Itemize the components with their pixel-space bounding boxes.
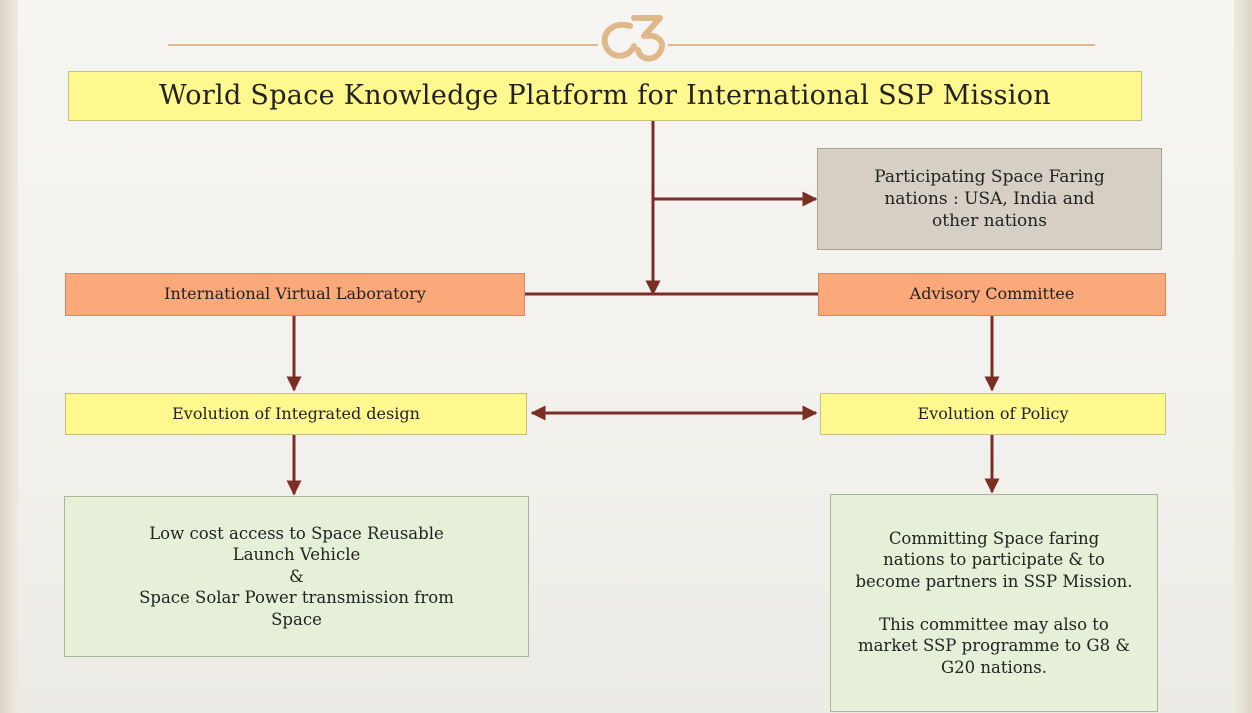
low-cost-access-box: Low cost access to Space Reusable Launch… [64, 496, 529, 657]
header-rule-left [168, 44, 598, 46]
committing-nations-text: Committing Space faring nations to parti… [855, 528, 1133, 677]
virtual-lab-box: International Virtual Laboratory [65, 273, 525, 316]
virtual-lab-text: International Virtual Laboratory [164, 284, 426, 304]
participating-nations-text: Participating Space Faring nations : USA… [874, 166, 1105, 232]
integrated-design-box: Evolution of Integrated design [65, 393, 527, 435]
policy-text: Evolution of Policy [917, 403, 1069, 423]
header-rule-right [668, 44, 1095, 46]
title-box: World Space Knowledge Platform for Inter… [68, 71, 1142, 121]
participating-nations-box: Participating Space Faring nations : USA… [817, 148, 1162, 250]
low-cost-access-text: Low cost access to Space Reusable Launch… [139, 523, 454, 629]
title-text: World Space Knowledge Platform for Inter… [159, 80, 1051, 112]
advisory-committee-text: Advisory Committee [909, 284, 1075, 304]
integrated-design-text: Evolution of Integrated design [172, 403, 420, 423]
policy-box: Evolution of Policy [820, 393, 1166, 435]
committing-nations-box: Committing Space faring nations to parti… [830, 494, 1158, 712]
advisory-committee-box: Advisory Committee [818, 273, 1166, 316]
flourish-icon [601, 15, 665, 62]
